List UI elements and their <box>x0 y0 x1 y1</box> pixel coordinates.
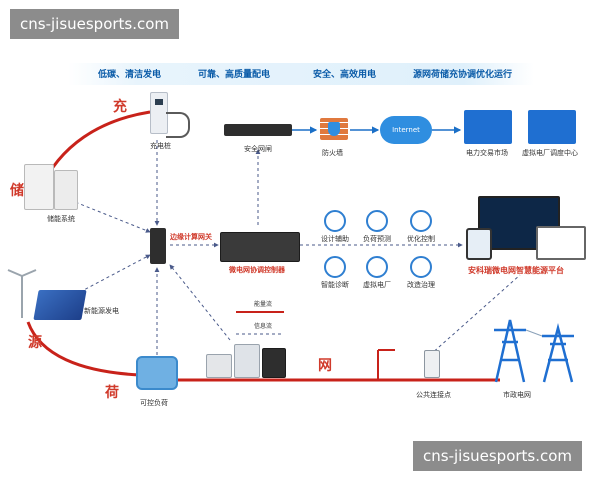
label-source: 源 <box>28 335 42 351</box>
retrofit-icon <box>410 256 432 278</box>
virtual-plant-label: 虚拟电厂调度中心 <box>522 149 578 157</box>
transmission-tower-icon <box>492 316 582 388</box>
charger-cable-icon <box>166 112 190 138</box>
banner-item-4: 源网荷储充协调优化运行 <box>413 70 513 80</box>
platform-label: 安科瑞微电网智慧能源平台 <box>468 266 564 275</box>
power-market-label: 电力交易市场 <box>466 149 508 157</box>
forecast-icon <box>366 210 388 232</box>
meter-3-icon <box>262 348 286 378</box>
storage-label: 储能系统 <box>47 215 75 223</box>
dash-storage-edge <box>69 199 151 233</box>
function-forecast: 负荷预测 <box>360 210 394 244</box>
function-optimize: 优化控制 <box>404 210 438 244</box>
pcc-meter-icon <box>424 350 440 378</box>
function-label: 设计辅助 <box>321 235 349 243</box>
energy-ring-bottom <box>26 321 141 377</box>
label-grid: 网 <box>318 358 332 374</box>
function-label: 智能诊断 <box>321 281 349 289</box>
design-icon <box>324 210 346 232</box>
diagnosis-icon <box>324 256 346 278</box>
security-gateway-label: 安全网闸 <box>244 145 272 153</box>
function-label: 优化控制 <box>407 235 435 243</box>
motor-icon <box>136 356 178 390</box>
watermark-bottom: cns-jisuesports.com <box>413 441 583 471</box>
firewall-label: 防火墙 <box>322 149 343 157</box>
solar-panel-icon <box>33 290 87 320</box>
optimize-icon <box>410 210 432 232</box>
public-connection-label: 公共连接点 <box>416 391 451 399</box>
function-virtual-plant: 虚拟电厂 <box>360 256 394 290</box>
internet-cloud-icon: Internet <box>380 116 432 144</box>
microgrid-controller-label: 微电网协调控制器 <box>229 266 285 274</box>
dash-newenergy-edge <box>79 254 151 293</box>
banner-item-3: 安全、高效用电 <box>313 70 377 80</box>
function-label: 虚拟电厂 <box>363 281 391 289</box>
legend-info-label: 信息流 <box>254 323 273 330</box>
edge-gateway-label: 边缘计算网关 <box>170 233 212 241</box>
legend-energy-label: 能量流 <box>254 301 273 308</box>
municipal-grid-label: 市政电网 <box>503 391 531 399</box>
security-gateway-icon <box>224 124 292 136</box>
power-tower-icon <box>464 110 512 144</box>
banner-item-1: 低碳、清洁发电 <box>98 70 162 80</box>
storage-cabinet-icon <box>24 164 54 210</box>
dash-pcc-platform <box>429 274 521 356</box>
firewall-icon <box>320 118 348 140</box>
laptop-icon <box>536 226 586 260</box>
microgrid-controller-icon <box>220 232 300 262</box>
storage-cabinet-2-icon <box>54 170 78 210</box>
watermark-top: cns-jisuesports.com <box>10 9 180 39</box>
meter-1-icon <box>206 354 232 378</box>
charger-icon <box>150 92 168 134</box>
label-charge: 充 <box>113 99 127 115</box>
label-load: 荷 <box>105 385 119 401</box>
function-label: 负荷预测 <box>363 235 391 243</box>
edge-gateway-icon <box>150 228 166 264</box>
function-design: 设计辅助 <box>318 210 352 244</box>
tablet-icon <box>466 228 492 260</box>
meter-2-icon <box>234 344 260 378</box>
function-label: 改造治理 <box>407 281 435 289</box>
wind-turbine-icon <box>6 266 38 318</box>
label-storage: 储 <box>10 183 24 199</box>
top-banner: 低碳、清洁发电 可靠、高质量配电 安全、高效用电 源网荷储充协调优化运行 <box>68 63 534 85</box>
new-energy-label: 新能源发电 <box>84 307 119 315</box>
banner-item-2: 可靠、高质量配电 <box>198 70 271 80</box>
charger-label: 充电桩 <box>150 142 171 150</box>
virtual-plant-icon <box>366 256 388 278</box>
lightning-icon <box>528 110 576 144</box>
function-diagnosis: 智能诊断 <box>318 256 352 290</box>
function-retrofit: 改造治理 <box>404 256 438 290</box>
dash-meters-edge <box>169 264 231 341</box>
controllable-load-label: 可控负荷 <box>140 399 168 407</box>
